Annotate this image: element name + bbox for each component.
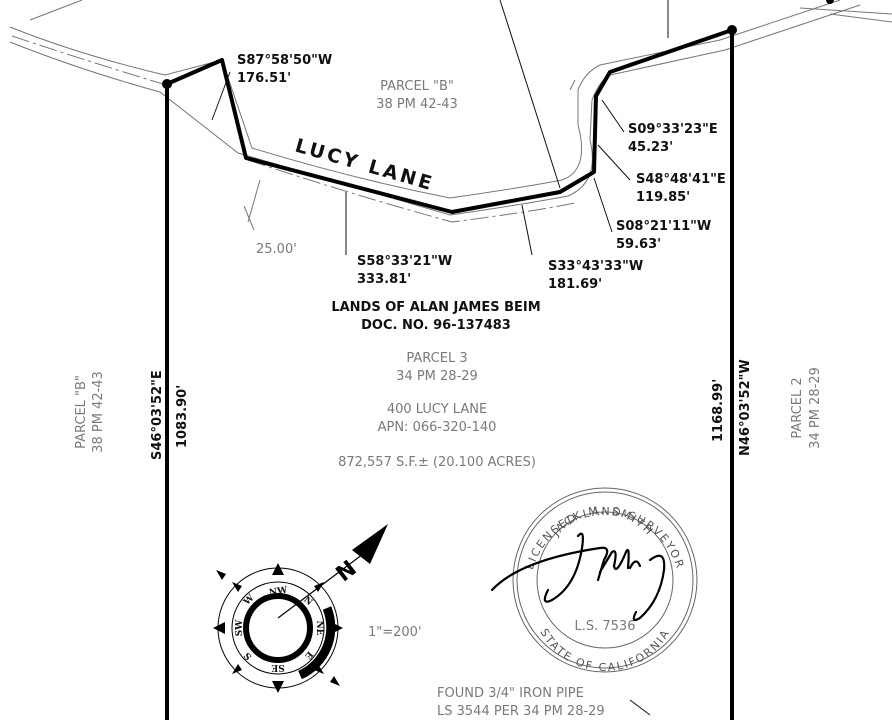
west-line-distance: 1083.90' — [175, 385, 190, 448]
doc-number: DOC. NO. 96-137483 — [361, 318, 511, 333]
apn-number: APN: 066-320-140 — [378, 420, 497, 435]
compass-label-w: SW — [235, 619, 245, 636]
road-name: LUCY LANE — [293, 135, 437, 196]
parcel-b-north-ref: 38 PM 42-43 — [376, 97, 458, 112]
seal-surveyor-name: JACK M. SMITH — [549, 504, 657, 539]
compass-label-sw: S — [243, 650, 255, 661]
course-2-distance: 333.81' — [357, 272, 411, 287]
east-line-bearing: N46°03'52"W — [738, 359, 753, 456]
course-5-bearing: S48°48'41"E — [636, 172, 726, 187]
course-3-distance: 181.69' — [548, 277, 602, 292]
course-6-distance: 45.23' — [628, 140, 673, 155]
course-4-distance: 59.63' — [616, 237, 661, 252]
course-4-bearing: S08°21'11"W — [616, 219, 711, 234]
east-line-distance: 1168.99' — [711, 379, 726, 442]
parcel-2-name: PARCEL 2 — [790, 377, 805, 438]
course-6-bearing: S09°33'23"E — [628, 122, 718, 137]
monument-line-1: FOUND 3/4" IRON PIPE — [437, 686, 584, 701]
road-edges — [9, 0, 892, 223]
compass-label-e: NE — [314, 620, 324, 635]
monument-line-2: LS 3544 PER 34 PM 28-29 — [437, 704, 605, 719]
seal-license: L.S. 7536 — [575, 619, 636, 634]
course-2-bearing: S58°33'21"W — [357, 254, 452, 269]
surveyor-seal: LICENSED LAND SURVEYOR JACK M. SMITH STA… — [490, 487, 698, 674]
leader-lines — [211, 0, 669, 716]
compass-label-s: SE — [271, 662, 284, 672]
compass-label-se: E — [302, 649, 314, 661]
corner-point-east — [727, 25, 737, 35]
owner-label: LANDS OF ALAN JAMES BEIM — [331, 300, 540, 315]
course-5-distance: 119.85' — [636, 190, 690, 205]
parcel-area: 872,557 S.F.± (20.100 ACRES) — [338, 455, 536, 470]
road-width-label: 25.00' — [256, 242, 297, 257]
course-3-bearing: S33°43'33"W — [548, 259, 643, 274]
parcel-3-ref: 34 PM 28-29 — [396, 369, 478, 384]
surveyor-signature — [490, 532, 666, 622]
parcel-3-name: PARCEL 3 — [406, 351, 467, 366]
course-1-distance: 176.51' — [237, 71, 291, 86]
site-address: 400 LUCY LANE — [387, 402, 487, 417]
course-1-bearing: S87°58'50"W — [237, 53, 332, 68]
parcel-b-west-name: PARCEL "B" — [74, 375, 89, 449]
parcel-boundary — [165, 28, 734, 720]
parcel-b-north-name: PARCEL "B" — [380, 79, 454, 94]
compass-label-n: NW — [268, 585, 289, 598]
parcel-2-ref: 34 PM 28-29 — [808, 367, 823, 449]
parcel-b-west-ref: 38 PM 42-43 — [91, 371, 106, 453]
svg-text:N: N — [332, 556, 362, 587]
corner-point-ne — [826, 0, 834, 4]
corner-point-west — [162, 79, 172, 89]
compass-rose-icon: NW N NE E SE S SW W — [213, 563, 343, 693]
scale-label: 1"=200' — [368, 625, 422, 640]
west-line-bearing: S46°03'52"E — [150, 370, 165, 460]
